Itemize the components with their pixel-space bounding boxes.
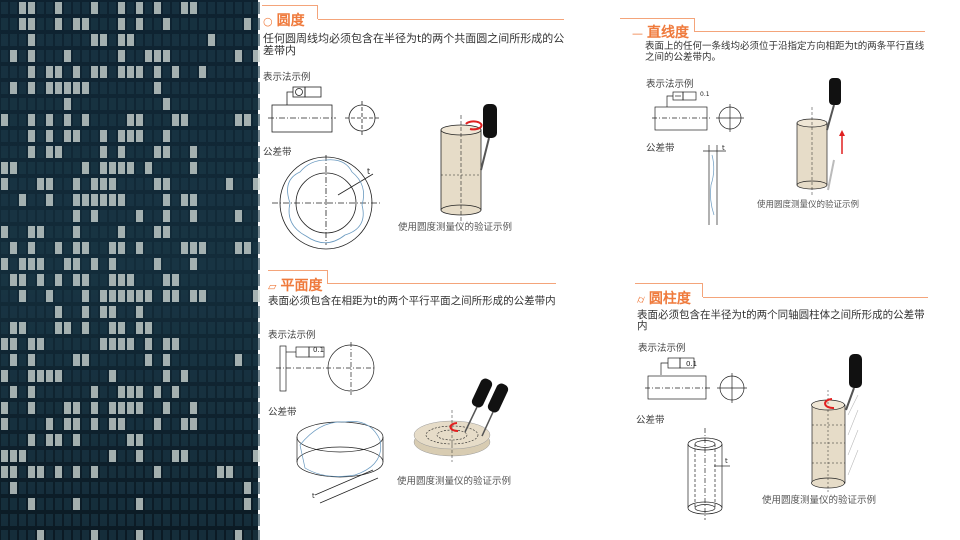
roundness-symbol-icon: ○	[263, 15, 273, 28]
notation-label: 表示法示例	[638, 343, 686, 354]
section-title: ○圆度	[263, 13, 305, 29]
gauge-probe	[483, 104, 497, 138]
building-photo	[0, 0, 260, 540]
section-description: 任何圆周线均必须包含在半径为t的两个共面圆之间所形成的公差带内	[263, 32, 565, 57]
section-description: 表面必须包含在半径为t的两个同轴圆柱体之间所形成的公差带内	[637, 309, 925, 332]
section-title: ▱平面度	[268, 278, 323, 294]
caption: 使用圆度测量仪的验证示例	[762, 495, 877, 506]
svg-text:t: t	[725, 457, 728, 465]
caption: 使用圆度测量仪的验证示例	[398, 222, 513, 233]
t-label: t	[367, 167, 370, 176]
caption: 使用圆度测量仪的验证示例	[397, 476, 512, 487]
tolerance-label: 公差带	[268, 407, 297, 418]
notation-label: 表示法示例	[646, 79, 694, 90]
svg-text:t: t	[312, 492, 315, 500]
tolerance-label: 公差带	[263, 147, 292, 158]
svg-text:0.1: 0.1	[686, 360, 697, 368]
section-title: —直线度	[632, 25, 689, 41]
building-windows	[1, 2, 260, 540]
svg-text:t: t	[722, 144, 725, 152]
cylindricity-symbol-icon: ⌭	[637, 293, 645, 306]
tolerance-label: 公差带	[646, 143, 675, 154]
caption: 使用圆度测量仪的验证示例	[757, 200, 860, 210]
section-title: ⌭圆柱度	[637, 291, 691, 307]
notation-label: 表示法示例	[268, 330, 316, 341]
notation-label: 表示法示例	[263, 72, 311, 83]
frame-value: 0.1	[700, 91, 710, 98]
straightness-symbol-icon: —	[632, 27, 643, 40]
svg-text:0.1: 0.1	[313, 346, 324, 354]
flatness-symbol-icon: ▱	[268, 280, 277, 293]
tolerance-label: 公差带	[636, 415, 665, 426]
section-description: 表面上的任何一条线均必须位于沿指定方向相距为t的两条平行直线之间的公差带内。	[645, 41, 925, 63]
section-description: 表面必须包含在相距为t的两个平行平面之间所形成的公差带内	[268, 295, 556, 307]
